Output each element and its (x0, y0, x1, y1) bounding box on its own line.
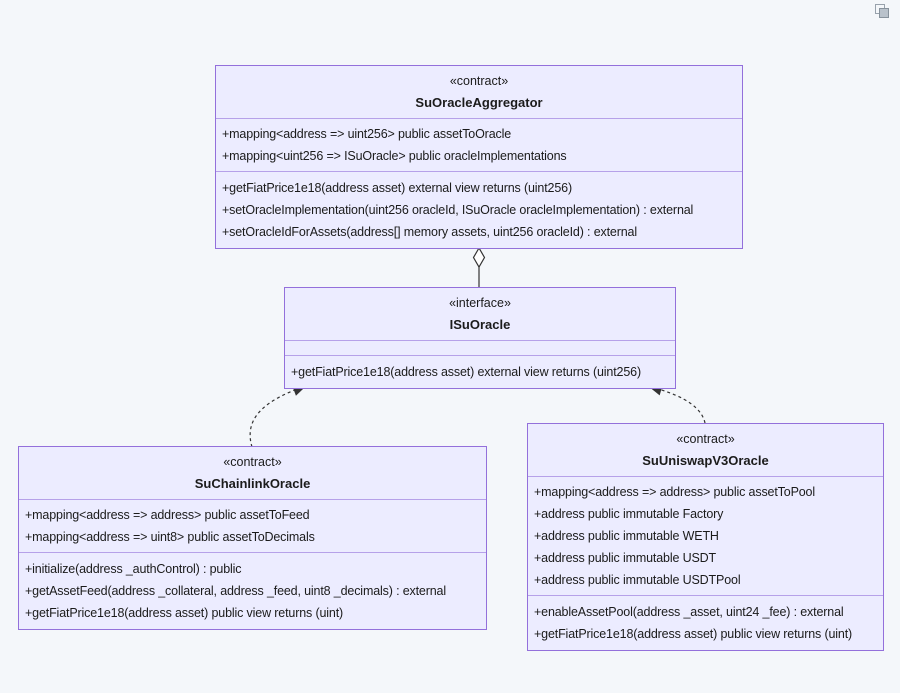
class-member-row: +mapping<address => uint8> public assetT… (25, 530, 315, 544)
class-name: SuChainlinkOracle (194, 476, 311, 491)
class-attributes-section: +mapping<address => address> public asse… (19, 499, 486, 552)
class-name: ISuOracle (449, 317, 511, 332)
class-member-row: +address public immutable Factory (534, 507, 724, 521)
chainlink-realization-arrow (249, 384, 307, 448)
class-attributes-section (285, 340, 675, 355)
class-member-row: +mapping<uint256 => ISuOracle> public or… (222, 149, 567, 163)
class-stereotype: «contract» (223, 455, 282, 469)
class-member-row: +getFiatPrice1e18(address asset) public … (25, 606, 344, 620)
class-header: «contract» SuOracleAggregator (216, 66, 742, 118)
class-attributes-section: +mapping<address => uint256> public asse… (216, 118, 742, 171)
uniswap-realization-arrow (648, 384, 706, 424)
class-member-row: +getAssetFeed(address _collateral, addre… (25, 584, 446, 598)
class-box-suuniswapv3oracle: «contract» SuUniswapV3Oracle +mapping<ad… (527, 423, 884, 651)
class-box-suoracleaggregator: «contract» SuOracleAggregator +mapping<a… (215, 65, 743, 249)
class-member-row: +enableAssetPool(address _asset, uint24 … (534, 605, 844, 619)
class-member-row: +setOracleIdForAssets(address[] memory a… (222, 225, 637, 239)
class-stereotype: «interface» (449, 296, 511, 310)
class-member-row: +initialize(address _authControl) : publ… (25, 562, 242, 576)
class-name: SuUniswapV3Oracle (642, 453, 769, 468)
class-header: «contract» SuChainlinkOracle (19, 447, 486, 499)
class-name: SuOracleAggregator (415, 95, 543, 110)
class-member-row: +address public immutable USDT (534, 551, 717, 565)
copy-button[interactable] (874, 3, 892, 21)
class-member-row: +mapping<address => address> public asse… (534, 485, 815, 499)
class-header: «contract» SuUniswapV3Oracle (528, 424, 883, 476)
class-box-suchainlinkoracle: «contract» SuChainlinkOracle +mapping<ad… (18, 446, 487, 630)
class-member-row: +mapping<address => uint256> public asse… (222, 127, 512, 141)
class-stereotype: «contract» (676, 432, 735, 446)
class-member-row: +address public immutable USDTPool (534, 573, 741, 587)
class-attributes-section: +mapping<address => address> public asse… (528, 476, 883, 595)
class-box-isuoracle: «interface» ISuOracle +getFiatPrice1e18(… (284, 287, 676, 389)
aggregation-link (472, 246, 486, 288)
copy-icon (879, 8, 889, 18)
class-member-row: +getFiatPrice1e18(address asset) externa… (222, 181, 572, 195)
aggregation-diamond-icon (472, 246, 486, 269)
class-header: «interface» ISuOracle (285, 288, 675, 340)
class-member-row: +mapping<address => address> public asse… (25, 508, 310, 522)
class-member-row: +getFiatPrice1e18(address asset) public … (534, 627, 853, 641)
class-methods-section: +enableAssetPool(address _asset, uint24 … (528, 595, 883, 650)
class-methods-section: +getFiatPrice1e18(address asset) externa… (216, 171, 742, 248)
class-member-row: +getFiatPrice1e18(address asset) externa… (291, 365, 641, 379)
class-member-row: +setOracleImplementation(uint256 oracleI… (222, 203, 694, 217)
class-member-row: +address public immutable WETH (534, 529, 719, 543)
class-stereotype: «contract» (449, 74, 509, 88)
class-methods-section: +initialize(address _authControl) : publ… (19, 552, 486, 629)
class-methods-section: +getFiatPrice1e18(address asset) externa… (285, 355, 675, 388)
